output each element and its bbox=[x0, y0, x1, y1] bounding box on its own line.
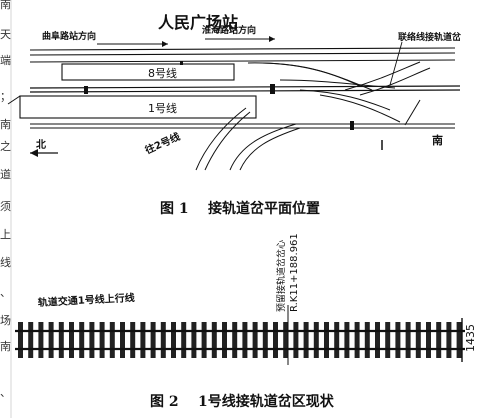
margin-char: 、 bbox=[0, 386, 11, 399]
sleeper bbox=[109, 322, 115, 358]
figure1-caption-text: 接轨道岔平面位置 bbox=[208, 200, 320, 217]
direction-right-label: 淮海路站方向 bbox=[202, 24, 256, 36]
sleeper bbox=[69, 322, 74, 358]
sleeper bbox=[232, 322, 238, 358]
sleeper bbox=[262, 322, 268, 358]
sleeper bbox=[89, 322, 95, 358]
south-label: 南 bbox=[432, 133, 443, 147]
figure2-caption-text: 1号线接轨道岔区现状 bbox=[198, 393, 335, 410]
sleeper bbox=[191, 322, 197, 358]
sleeper bbox=[79, 322, 85, 358]
margin-char: 线 bbox=[0, 255, 11, 269]
sleeper bbox=[446, 322, 452, 358]
margin-char: 南 bbox=[0, 0, 11, 11]
sleeper bbox=[130, 322, 136, 358]
margin-char: 、 bbox=[0, 286, 11, 299]
gauge-label: 1435 bbox=[464, 324, 477, 352]
margin-char: 道 bbox=[0, 167, 11, 181]
sleeper bbox=[313, 322, 319, 358]
line1-upline-label: 轨道交通1号线上行线 bbox=[37, 291, 135, 309]
turnout-curves bbox=[247, 61, 431, 126]
sleeper bbox=[211, 322, 217, 358]
figure2-caption-number: 图 2 bbox=[150, 394, 179, 410]
mileage-label: R.K11+188.961 bbox=[289, 233, 300, 312]
sleeper bbox=[364, 322, 370, 358]
platform-line1 bbox=[19, 95, 257, 119]
sleeper bbox=[395, 322, 401, 358]
sleeper bbox=[140, 322, 146, 358]
sleeper bbox=[375, 322, 380, 358]
sleeper bbox=[58, 322, 64, 358]
sleepers bbox=[18, 322, 462, 358]
direction-arrows bbox=[30, 36, 383, 157]
figure2-track-section: 轨道交通1号线上行线 预留接轨道岔岔心 R.K11+188.961 1435 图… bbox=[15, 233, 477, 410]
sleeper bbox=[385, 322, 391, 358]
margin-char: 上 bbox=[0, 228, 11, 241]
margin-char: 之 bbox=[0, 139, 11, 153]
figure1-plan: 人民广场站 曲阜路站方向 淮海路站方向 联络线接轨道岔 8号线 1号线 往2号线… bbox=[7, 13, 462, 217]
track-marks bbox=[84, 61, 354, 130]
sleeper bbox=[324, 322, 329, 358]
figure1-caption-number: 图 1 bbox=[160, 201, 189, 217]
sleeper bbox=[426, 322, 431, 358]
margin-char: 端 bbox=[0, 54, 11, 67]
line1-label: 1号线 bbox=[148, 101, 177, 115]
sleeper bbox=[160, 322, 166, 358]
sleeper bbox=[252, 322, 258, 358]
sleeper bbox=[18, 322, 23, 358]
sleeper bbox=[354, 322, 360, 358]
sleeper bbox=[150, 322, 156, 358]
north-label: 北 bbox=[36, 138, 46, 151]
sleeper bbox=[344, 322, 350, 358]
sleeper bbox=[242, 322, 248, 358]
line2-branch bbox=[195, 107, 301, 171]
platform-line8 bbox=[61, 63, 235, 81]
sleeper bbox=[201, 322, 207, 358]
main-tracks bbox=[29, 47, 461, 129]
sleeper bbox=[415, 322, 421, 358]
sleeper bbox=[456, 322, 462, 358]
sleeper bbox=[334, 322, 340, 358]
margin-char: 南 bbox=[0, 118, 11, 131]
turnout-center-label: 预留接轨道岔岔心 bbox=[275, 240, 287, 312]
sleeper bbox=[120, 322, 125, 358]
sleeper bbox=[171, 322, 176, 358]
line8-label: 8号线 bbox=[148, 66, 177, 80]
turnout-label: 联络线接轨道岔 bbox=[398, 31, 462, 43]
sleeper bbox=[283, 322, 289, 358]
turnout-leader bbox=[389, 41, 403, 86]
line2-label: 往2号线 bbox=[143, 130, 182, 157]
sleeper bbox=[38, 322, 44, 358]
margin-char: 须 bbox=[0, 200, 11, 213]
sleeper bbox=[405, 322, 411, 358]
sleeper bbox=[222, 322, 227, 358]
sleeper bbox=[99, 322, 105, 358]
sleeper bbox=[273, 322, 278, 358]
margin-char: 南 bbox=[0, 340, 11, 353]
sleeper bbox=[28, 322, 34, 358]
station-name: 人民广场站 bbox=[158, 13, 238, 32]
sleeper bbox=[436, 322, 442, 358]
sleeper bbox=[303, 322, 309, 358]
sleeper bbox=[293, 322, 299, 358]
margin-char: 天 bbox=[0, 28, 11, 41]
direction-left-label: 曲阜路站方向 bbox=[42, 30, 96, 42]
margin-char: 场 bbox=[0, 313, 11, 327]
margin-char: ； bbox=[0, 90, 11, 103]
sleeper bbox=[48, 322, 54, 358]
sleeper bbox=[181, 322, 187, 358]
